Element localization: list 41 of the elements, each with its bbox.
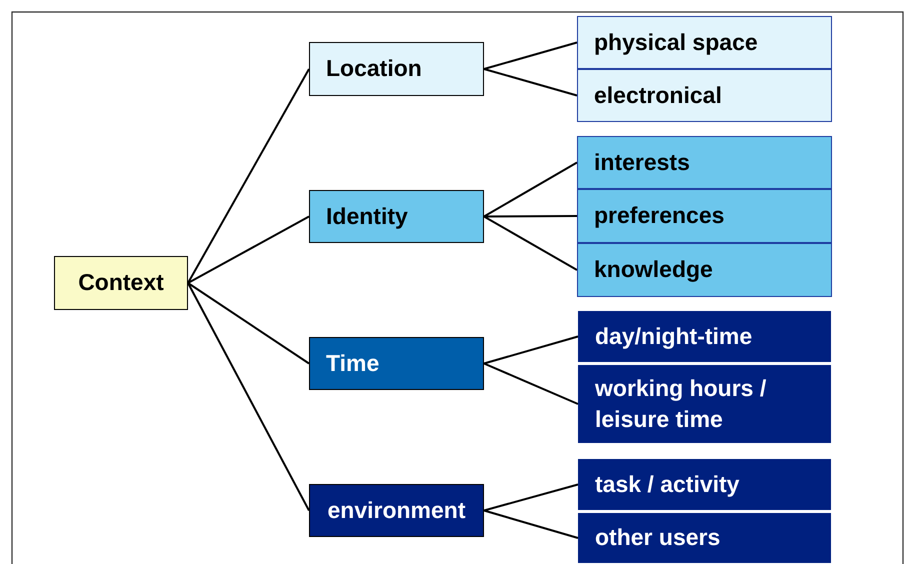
- category-label: preferences: [594, 201, 724, 230]
- category-box: [577, 69, 832, 122]
- connector-line: [484, 216, 578, 271]
- category-label: Context: [78, 268, 164, 298]
- category-label: environment: [327, 496, 466, 525]
- connector-line: [484, 162, 578, 218]
- connector-line: [484, 510, 578, 539]
- category-box: [578, 365, 831, 443]
- category-box: [309, 42, 484, 96]
- category-label: Location: [326, 54, 422, 84]
- connector-line: [484, 42, 578, 70]
- category-label: other users: [595, 523, 720, 552]
- category-label: physical space: [594, 28, 758, 57]
- category-box: [309, 484, 484, 537]
- connector-line: [484, 362, 578, 405]
- category-box: [577, 16, 832, 69]
- category-box: [578, 513, 831, 563]
- connector-line: [188, 216, 310, 284]
- category-label: task / activity: [595, 470, 740, 499]
- category-label: electronical: [594, 80, 722, 110]
- category-label: working hours / leisure time: [595, 374, 768, 434]
- category-label: Identity: [326, 202, 408, 231]
- category-box: [577, 189, 832, 243]
- category-box: [309, 337, 484, 390]
- connector-line: [484, 68, 578, 96]
- category-label: interests: [594, 148, 690, 177]
- category-label: knowledge: [594, 255, 713, 284]
- connector-line: [187, 282, 310, 364]
- connector-line: [484, 484, 578, 512]
- category-box: [578, 459, 831, 510]
- connector-line: [484, 215, 577, 218]
- category-box: [309, 190, 484, 243]
- connector-line: [187, 68, 310, 284]
- category-box: [577, 243, 832, 297]
- category-box: [578, 311, 831, 362]
- category-box: [577, 136, 832, 189]
- category-label: Time: [326, 348, 380, 378]
- connector-line: [187, 282, 310, 511]
- connector-line: [484, 336, 578, 364]
- category-label: day/night-time: [595, 322, 752, 351]
- category-box: [54, 256, 188, 310]
